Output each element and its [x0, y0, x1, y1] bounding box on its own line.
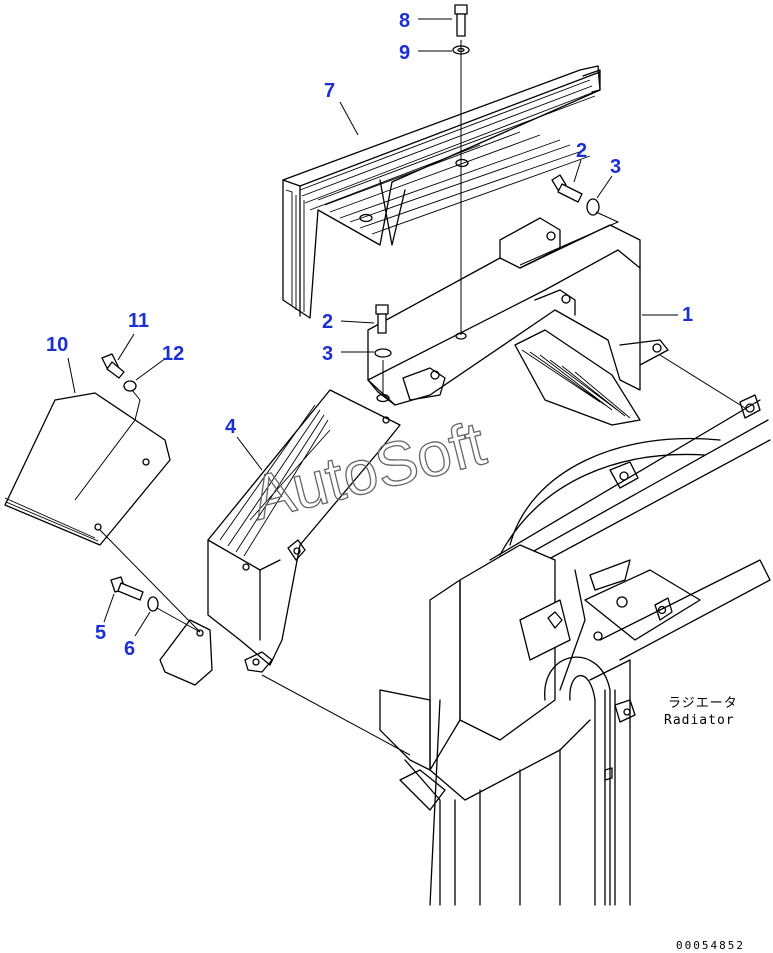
callout-9: 9 — [399, 42, 410, 64]
drawing-code: 00054852 — [676, 939, 745, 952]
radiator-label-en: Radiator — [664, 713, 735, 728]
bolt-8 — [454, 4, 468, 37]
callout-numbers: 8 9 7 2 3 1 2 3 11 10 12 4 5 6 — [46, 10, 693, 660]
callout-12: 12 — [162, 343, 184, 365]
callout-4: 4 — [225, 416, 237, 438]
part-1-shroud-bracket — [367, 217, 669, 426]
washer-12 — [123, 380, 137, 392]
callout-7: 7 — [324, 80, 335, 102]
callout-10: 10 — [46, 334, 68, 356]
callout-leaders — [67, 18, 678, 637]
callout-11: 11 — [128, 310, 149, 332]
callout-1: 1 — [682, 304, 693, 326]
callout-2-lower: 2 — [322, 311, 333, 333]
part-4-side-shroud — [159, 389, 401, 686]
radiator-label-jp: ラジエータ — [668, 696, 738, 711]
part-10-side-plate — [4, 392, 171, 546]
callout-8: 8 — [399, 10, 410, 32]
callout-3-upper: 3 — [610, 156, 621, 178]
radiator-assembly — [379, 394, 771, 906]
bolt-5 — [110, 576, 144, 601]
bolt-2-upper — [551, 174, 583, 203]
washer-3-lower — [374, 348, 392, 358]
callout-6: 6 — [124, 638, 135, 660]
callout-5: 5 — [95, 622, 106, 644]
washer-3-upper — [586, 198, 600, 216]
assembly-lines — [99, 40, 746, 756]
bolt-2-lower — [375, 304, 389, 334]
callout-3-lower: 3 — [322, 343, 333, 365]
part-7-upper-cover — [282, 65, 601, 319]
washer-6 — [147, 596, 159, 612]
callout-2-upper: 2 — [576, 140, 587, 162]
bolt-11 — [101, 353, 125, 379]
